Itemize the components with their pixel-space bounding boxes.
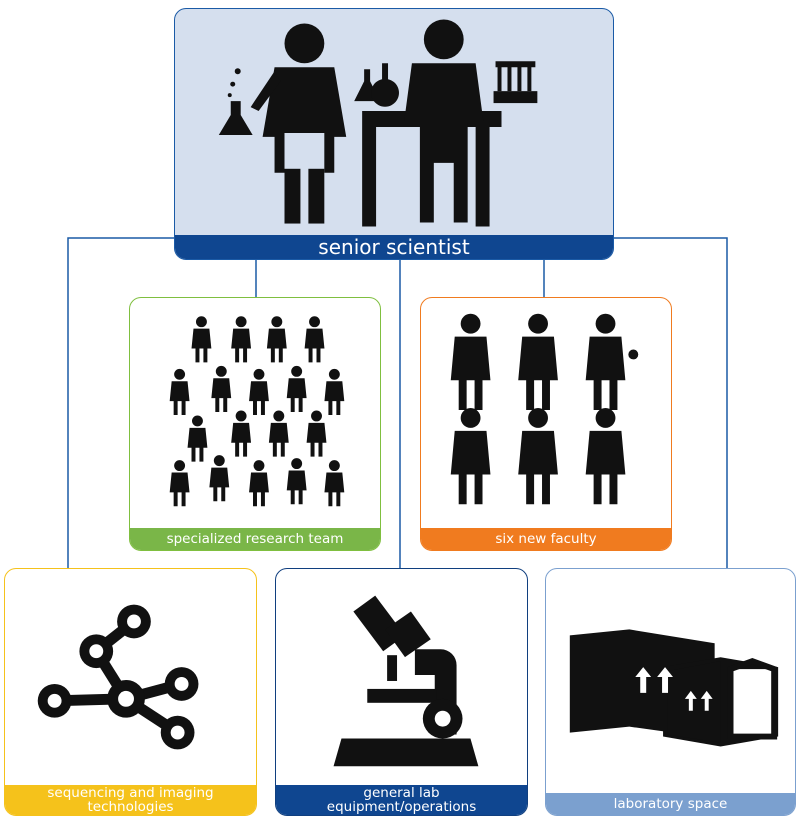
senior-scientist-node: senior scientist xyxy=(174,8,614,260)
senior-scientist-text: senior scientist xyxy=(318,234,470,259)
laboratory-space-label: laboratory space xyxy=(546,793,795,815)
laboratory-space-text: laboratory space xyxy=(613,795,728,812)
sequencing-imaging-label: sequencing and imaging technologies xyxy=(5,785,256,815)
microscope-icon xyxy=(333,595,479,767)
general-lab-equipment-text-line1: general lab xyxy=(363,784,440,801)
group-of-scientists-icon xyxy=(169,316,345,507)
sequencing-imaging-text-line1: sequencing and imaging xyxy=(47,784,214,801)
general-lab-equipment-label: general lab equipment/operations xyxy=(276,785,527,815)
six-new-faculty-label: six new faculty xyxy=(421,528,671,550)
general-lab-equipment-node: general lab equipment/operations xyxy=(275,568,528,816)
specialized-research-team-label: specialized research team xyxy=(130,528,380,550)
six-new-faculty-node: six new faculty xyxy=(420,297,672,551)
scientists-at-lab-bench-icon xyxy=(218,19,538,227)
specialized-research-team-text: specialized research team xyxy=(166,530,344,547)
sequencing-imaging-text-line2: technologies xyxy=(87,799,174,815)
specialized-research-team-node: specialized research team xyxy=(129,297,381,551)
senior-scientist-label: senior scientist xyxy=(175,235,613,259)
six-faculty-icon xyxy=(450,313,639,505)
six-new-faculty-text: six new faculty xyxy=(495,530,597,547)
molecule-network-icon xyxy=(37,604,199,750)
general-lab-equipment-text-line2: equipment/operations xyxy=(326,799,477,815)
laboratory-space-node: laboratory space xyxy=(545,568,796,816)
sequencing-imaging-node: sequencing and imaging technologies xyxy=(4,568,257,816)
boxes-icon xyxy=(569,629,779,747)
